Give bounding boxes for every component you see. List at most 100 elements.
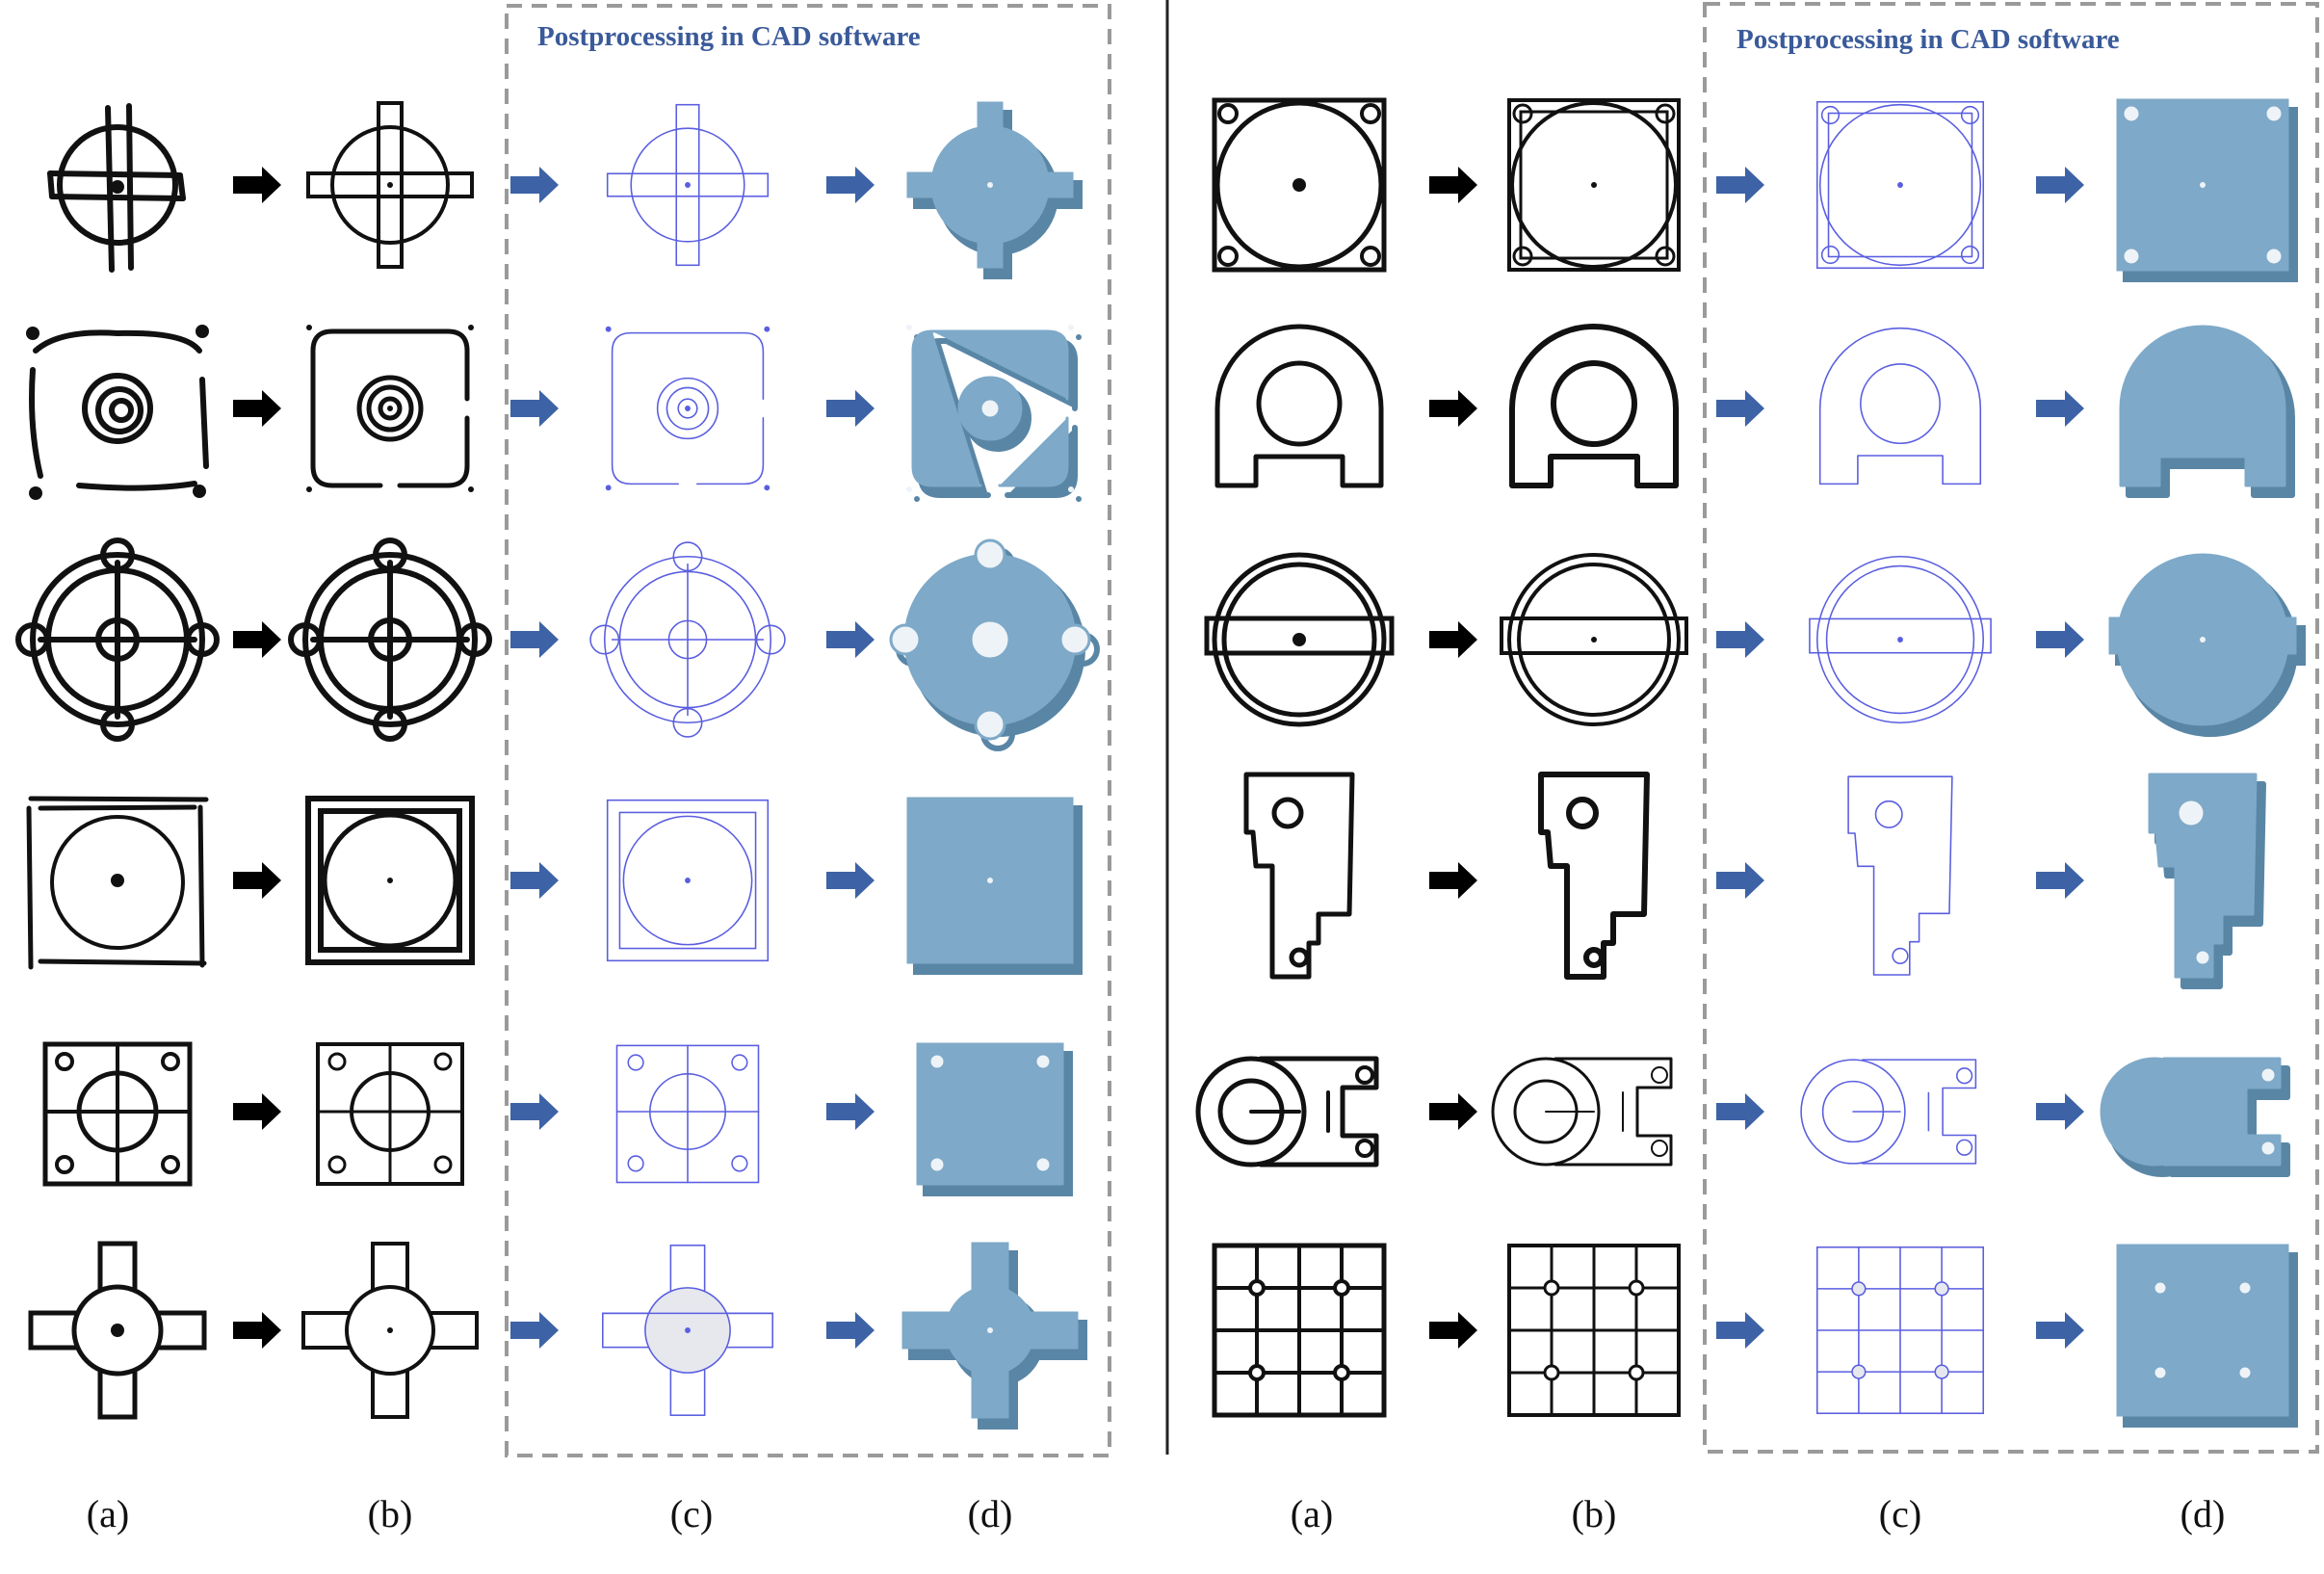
- corner-dot: [1076, 496, 1082, 502]
- grid-node: [1333, 1279, 1350, 1297]
- bracket-outline: [1847, 775, 1953, 976]
- pin-hole-bottom: [1651, 1140, 1668, 1157]
- left-row6-arrow-cd: [826, 1312, 875, 1349]
- right-row4-arrow-ab: [1429, 862, 1477, 899]
- right-row1-cad-model: [2116, 98, 2298, 282]
- right-row1-cad-sketch: [1815, 100, 1985, 270]
- bracket-outline: [1538, 772, 1650, 980]
- right-arrow-icon: [510, 1312, 559, 1349]
- right-row6-arrow-cd: [2036, 1312, 2084, 1349]
- right-arrow-icon: [510, 390, 559, 427]
- right-row3-arrow-cd: [2036, 621, 2084, 658]
- right-arrow-icon: [2036, 862, 2084, 899]
- corner-dot: [1068, 325, 1074, 330]
- center-dot: [111, 1324, 124, 1337]
- right-row1-arrow-cd: [2036, 167, 2084, 203]
- left-row5-arrow-ab: [233, 1093, 281, 1130]
- corner-hole: [1820, 245, 1841, 265]
- corner-dot: [29, 486, 42, 500]
- corner-hole: [731, 1155, 748, 1172]
- middle-ring: [366, 384, 414, 433]
- grid-node: [1248, 1279, 1266, 1297]
- right-row6-arrow-bc: [1716, 1312, 1764, 1349]
- corner-hole: [1512, 246, 1533, 267]
- grid-node: [2236, 1279, 2254, 1297]
- bolt-hole: [185, 622, 220, 657]
- corner-hole: [1217, 103, 1239, 124]
- right-row1-arrow-ab: [1429, 167, 1477, 203]
- lower-hole: [1583, 947, 1605, 968]
- left-row2-hand-sketch: [26, 325, 209, 500]
- middle-ring: [666, 386, 710, 431]
- model-top: [889, 538, 1091, 741]
- arch-hole: [2160, 361, 2245, 446]
- vertical-bar: [675, 103, 700, 267]
- pin-hole-bottom: [2259, 1139, 2278, 1158]
- upper-hole: [1566, 797, 1599, 829]
- right-row2-hand-sketch: [1214, 324, 1384, 488]
- corner-dot: [193, 485, 206, 498]
- right-arrow-icon: [1429, 167, 1477, 203]
- right-row4-arrow-cd: [2036, 862, 2084, 899]
- corner-hole: [2263, 103, 2285, 124]
- corner-hole: [927, 1052, 947, 1071]
- caption-right-a: (a): [1290, 1492, 1334, 1535]
- left-row5-cad-model: [916, 1042, 1073, 1196]
- right-arrow-icon: [510, 862, 559, 899]
- vertical-bar: [377, 101, 404, 269]
- left-row4-hand-sketch: [26, 796, 209, 970]
- rounded-square: [310, 328, 470, 488]
- center-dot: [1897, 182, 1903, 188]
- right-row5-arrow-cd: [2036, 1093, 2084, 1130]
- outer-ring: [82, 373, 153, 444]
- right-row5-arrow-bc: [1716, 1093, 1764, 1130]
- corner-hole: [1033, 1155, 1053, 1174]
- pin-hole-top: [2259, 1065, 2278, 1085]
- outer-ring: [1212, 552, 1387, 727]
- left-row1-arrow-cd: [826, 167, 875, 203]
- right-arrow-icon: [233, 621, 281, 658]
- outline-circle: [630, 127, 745, 243]
- center-hole: [95, 617, 140, 662]
- right-arrow-icon: [1429, 390, 1477, 427]
- right-arrow-icon: [510, 621, 559, 658]
- grid-node: [1934, 1364, 1949, 1379]
- left-row1-arrow-bc: [510, 167, 559, 203]
- corner-hole: [2263, 246, 2285, 267]
- left-row5-arrow-bc: [510, 1093, 559, 1130]
- right-row2-arrow-ab: [1429, 390, 1477, 427]
- inner-ring: [378, 396, 403, 421]
- sketch-plane: [1811, 791, 1990, 970]
- grid-node: [1543, 1279, 1560, 1297]
- left-row6-arrow-bc: [510, 1312, 559, 1349]
- right-arrow-icon: [233, 390, 281, 427]
- horizontal-bar: [606, 172, 770, 197]
- right-row2-arrow-bc: [1716, 390, 1764, 427]
- corner-dot: [468, 486, 474, 492]
- right-arrow-icon: [510, 1093, 559, 1130]
- inner-square: [1519, 110, 1669, 260]
- center-dot: [1591, 637, 1597, 643]
- outer-square: [26, 796, 209, 970]
- corner-hole: [1512, 103, 1533, 124]
- center-dot: [111, 180, 124, 194]
- corner-dot: [1068, 486, 1074, 492]
- horizontal-bar: [47, 171, 186, 201]
- left-row1-cad-model: [906, 101, 1083, 279]
- corner-dot: [306, 325, 312, 330]
- center-dot: [387, 406, 393, 411]
- circle: [322, 812, 458, 949]
- caption-right-c: (c): [1878, 1492, 1922, 1535]
- pin-hole-top: [1956, 1067, 1973, 1085]
- outer-circle: [603, 555, 772, 724]
- rounded-square: [611, 331, 765, 485]
- left-row5-hand-sketch: [42, 1041, 193, 1187]
- corner-dot: [764, 326, 770, 332]
- postprocess-box-right: [1703, 2, 2319, 1454]
- right-row5-cad-sketch: [1800, 1059, 1977, 1165]
- right-arrow-icon: [1429, 862, 1477, 899]
- corner-hole: [1033, 1052, 1053, 1071]
- right-arrow-icon: [233, 1093, 281, 1130]
